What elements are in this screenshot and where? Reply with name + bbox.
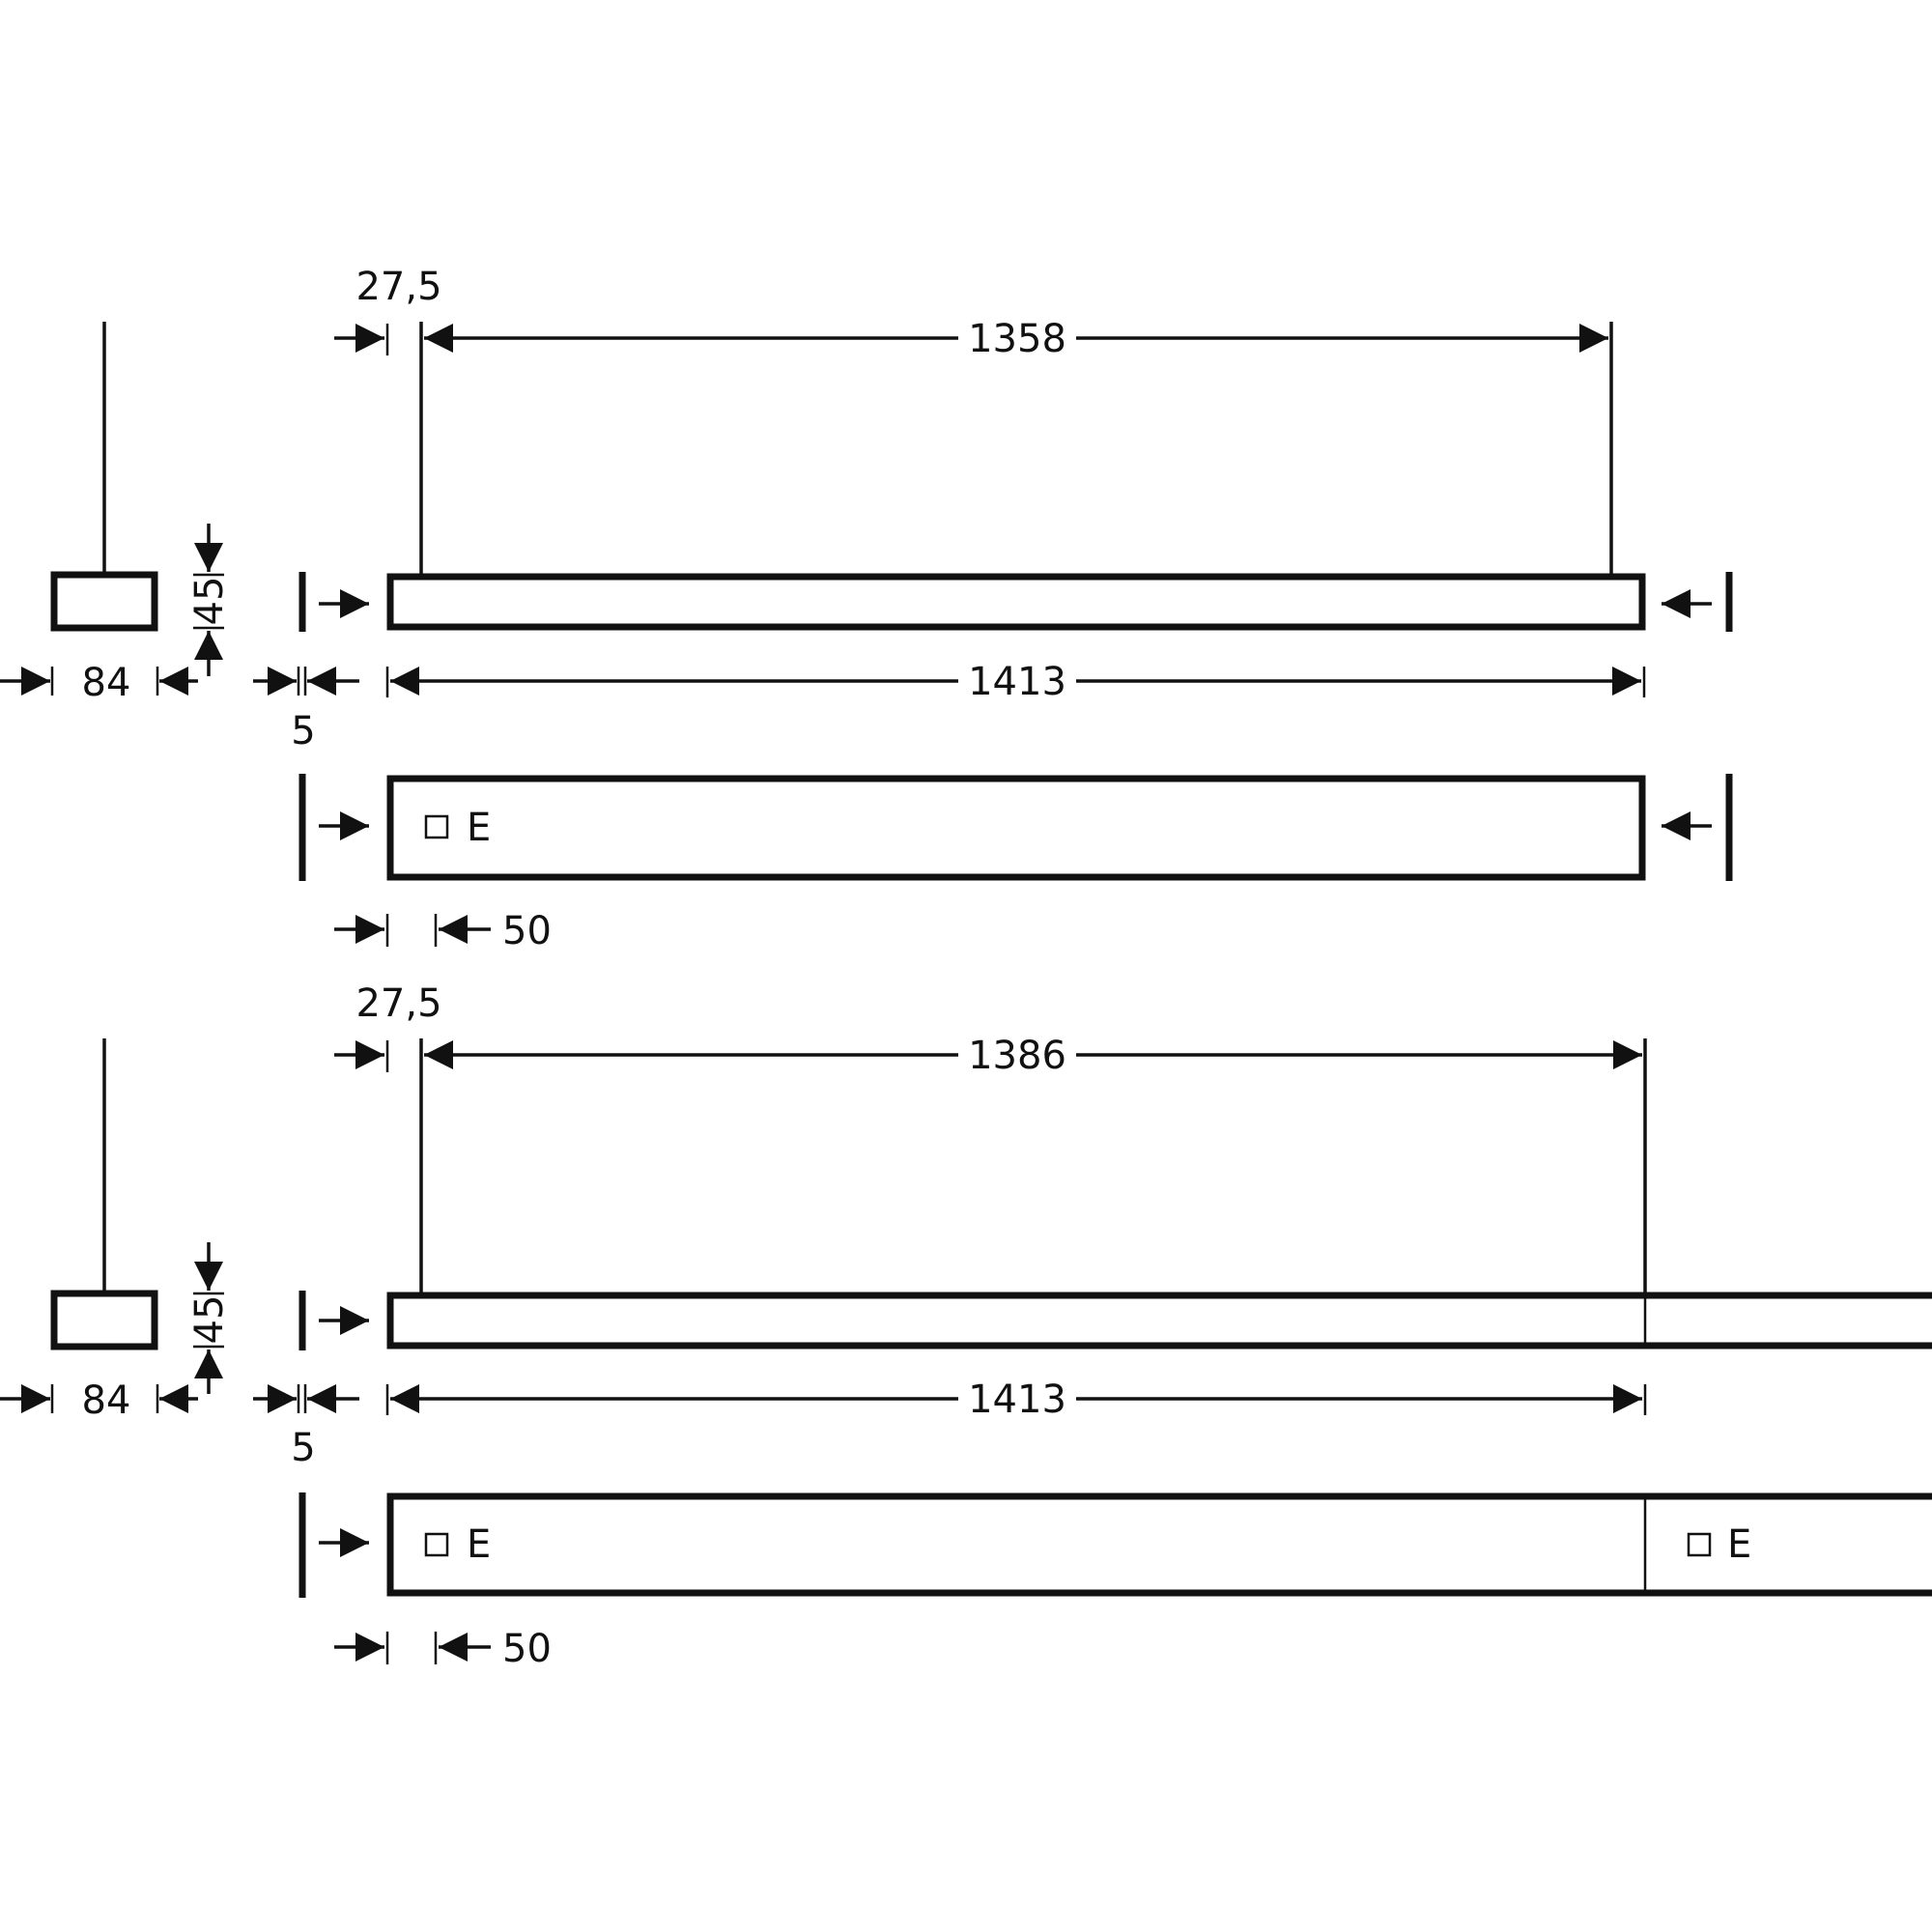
cross-section-2: 45 84 xyxy=(0,1038,232,1423)
luminaire-top xyxy=(386,775,1646,881)
suspension-span-label: 1386 xyxy=(968,1034,1066,1078)
side-view-1: 27,5 1358 5 1413 xyxy=(253,265,1733,753)
view-2: 45 84 27,5 1386 5 xyxy=(0,981,1932,1671)
section-width-label: 84 xyxy=(82,661,131,705)
top-gap-label: 27,5 xyxy=(355,981,441,1026)
side-view-2: 27,5 1386 5 1413 xyxy=(253,981,1932,1470)
section-width-label: 84 xyxy=(82,1378,131,1423)
overall-length-label: 1413 xyxy=(968,1378,1066,1422)
top-view-1: E 50 xyxy=(298,774,1733,953)
overall-length-label: 1413 xyxy=(968,660,1066,704)
emergency-marker-icon xyxy=(424,1532,449,1557)
luminaire-body xyxy=(386,573,1646,631)
marker-offset-label: 50 xyxy=(502,1627,552,1671)
end-gap-label: 5 xyxy=(291,1426,315,1470)
top-gap-label: 27,5 xyxy=(355,265,441,309)
emergency-marker-label: E xyxy=(467,1522,491,1567)
luminaire-body-continuous xyxy=(386,1292,1932,1350)
top-view-2: E E 50 xyxy=(298,1492,1932,1671)
cross-section-1: 45 84 xyxy=(0,322,232,705)
emergency-marker-icon-2 xyxy=(1687,1532,1712,1557)
emergency-marker-icon xyxy=(424,814,449,839)
luminaire-top-continuous xyxy=(386,1492,1932,1597)
emergency-marker-label-2: E xyxy=(1727,1522,1751,1567)
section-height-label: 45 xyxy=(187,577,232,626)
suspension-span-label: 1358 xyxy=(968,317,1066,361)
section-profile xyxy=(50,571,158,632)
section-profile xyxy=(50,1290,158,1350)
end-gap-label: 5 xyxy=(291,709,315,753)
emergency-marker-label: E xyxy=(467,806,491,850)
view-1: 45 84 27,5 1358 xyxy=(0,265,1733,953)
marker-offset-label: 50 xyxy=(502,909,552,953)
section-height-label: 45 xyxy=(187,1295,232,1345)
